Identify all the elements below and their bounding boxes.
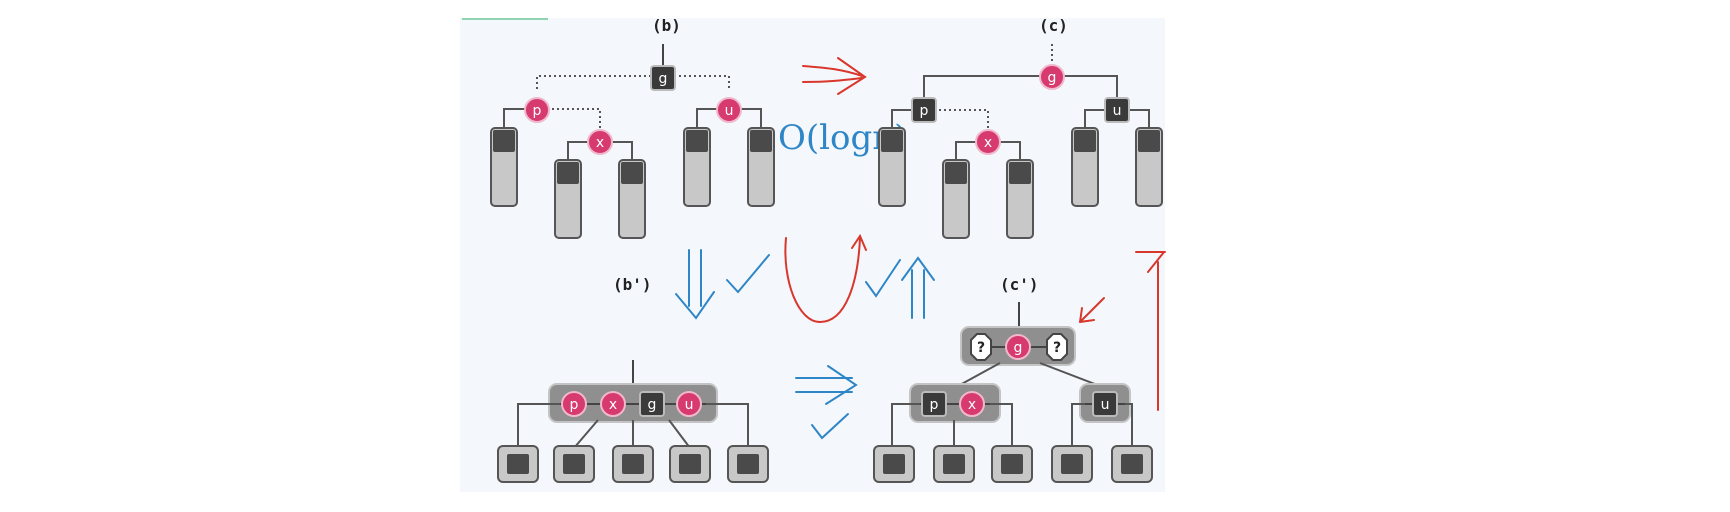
node-x-red: x [587, 129, 613, 155]
node-g-black: g [639, 391, 665, 417]
tree-b: (b) g p x u [490, 16, 775, 239]
leaf [1071, 127, 1099, 207]
svg-text:x: x [984, 135, 992, 151]
check-mark-icon-2 [865, 259, 901, 298]
leaf [1006, 159, 1034, 239]
arrow-b-to-c [802, 57, 867, 95]
leaf-box [727, 445, 769, 483]
node-u-red: u [676, 391, 702, 417]
leaf-box [933, 445, 975, 483]
small-red-arrow [1079, 297, 1105, 323]
svg-text:u: u [725, 103, 734, 119]
node-g-red: g [1005, 334, 1031, 360]
label-b-prime: (b') [613, 275, 652, 294]
node-p-red: p [524, 97, 550, 123]
red-u-arrow [784, 233, 867, 324]
leaf [618, 159, 646, 239]
check-mark-icon-3 [811, 413, 849, 440]
red-edge-mark [1135, 251, 1166, 411]
leaf [554, 159, 582, 239]
svg-text:x: x [596, 135, 604, 151]
arrow-b-to-b-prime [675, 249, 715, 320]
leaf [683, 127, 711, 207]
leaf-box [873, 445, 915, 483]
label-b: (b) [652, 16, 681, 35]
unknown-node: ? [970, 333, 992, 361]
leaf [490, 127, 518, 207]
svg-text:g: g [1014, 340, 1023, 356]
leaf-box [1111, 445, 1153, 483]
leaf-box [669, 445, 711, 483]
leaf [942, 159, 970, 239]
svg-text:p: p [533, 103, 542, 119]
svg-text:x: x [609, 397, 617, 413]
tree-b-prime: (b') p x g u [497, 275, 769, 483]
tree-c-prime: (c') ? g ? p x u [873, 275, 1153, 483]
tree-c: (c) g p x u [878, 16, 1163, 239]
svg-text:u: u [1101, 397, 1110, 413]
node-u-black: u [1092, 391, 1118, 417]
leaf-box [612, 445, 654, 483]
node-g-black: g [650, 65, 676, 91]
leaf-box [1051, 445, 1093, 483]
svg-text:p: p [930, 397, 939, 413]
label-c-prime: (c') [1000, 275, 1039, 294]
check-mark-icon [726, 254, 770, 294]
svg-text:g: g [1048, 70, 1057, 86]
node-p-black: p [911, 97, 937, 123]
arrow-b-prime-to-c-prime [795, 365, 858, 405]
node-x-red: x [959, 391, 985, 417]
node-p-black: p [921, 391, 947, 417]
leaf-box [553, 445, 595, 483]
svg-text:g: g [659, 71, 668, 87]
arrow-c-prime-to-c [901, 256, 935, 319]
node-x-red: x [975, 129, 1001, 155]
unknown-node: ? [1046, 333, 1068, 361]
node-u-black: u [1104, 97, 1130, 123]
node-p-red: p [561, 391, 587, 417]
leaf-box [497, 445, 539, 483]
label-c: (c) [1039, 16, 1068, 35]
svg-text:u: u [1113, 103, 1122, 119]
svg-text:p: p [920, 103, 929, 119]
svg-text:?: ? [1053, 340, 1061, 356]
leaf [878, 127, 906, 207]
node-x-red: x [600, 391, 626, 417]
leaf-box [991, 445, 1033, 483]
svg-text:g: g [648, 397, 657, 413]
svg-text:x: x [968, 397, 976, 413]
node-g-red: g [1039, 64, 1065, 90]
node-u-red: u [716, 97, 742, 123]
svg-text:p: p [570, 397, 579, 413]
svg-text:u: u [685, 397, 694, 413]
svg-text:?: ? [977, 340, 985, 356]
leaf [1135, 127, 1163, 207]
leaf [747, 127, 775, 207]
